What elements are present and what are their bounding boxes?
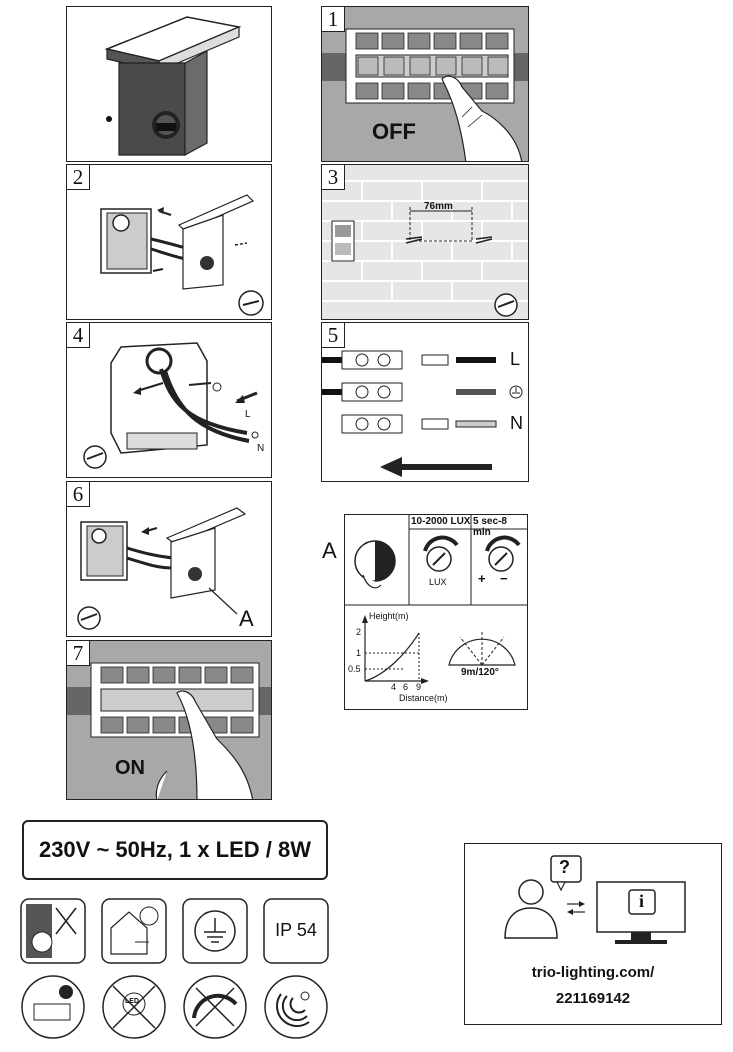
step-number: 3 — [322, 165, 345, 190]
height-tick-0-5: 0.5 — [348, 664, 361, 674]
detection-range-label: 9m/120° — [461, 667, 499, 678]
step-3-panel: 3 76mm — [321, 164, 529, 320]
distance-axis-title: Distance(m) — [399, 693, 448, 703]
time-range-title: 5 sec-8 min — [473, 516, 507, 538]
wire-n-label: N — [257, 443, 265, 454]
lux-caption: LUX — [429, 577, 447, 587]
question-mark-glyph: ? — [559, 857, 570, 877]
distance-tick-9: 9 — [416, 682, 422, 692]
time-plus-sign: + — [478, 571, 486, 586]
support-illustration — [504, 855, 686, 944]
sensor-settings-panel: 10-2000 LUX 5 sec-8 min LUX + − Height(m… — [344, 514, 528, 710]
product-overview-panel — [66, 6, 272, 162]
step-1-panel: 1 OFF — [321, 6, 529, 162]
terminal-block-switch-off — [322, 28, 528, 161]
installation-service-icon — [20, 974, 86, 1040]
step-number: 4 — [67, 323, 90, 348]
terminal-block-switch-on — [67, 662, 271, 799]
step-2-panel: 2 — [66, 164, 272, 320]
wire-l-label: L — [245, 409, 251, 420]
height-tick-2: 2 — [356, 627, 362, 637]
on-caption: ON — [115, 757, 145, 779]
time-minus-sign: − — [500, 571, 508, 586]
mounting-disassembly-illustration — [100, 194, 264, 316]
height-axis-title: Height(m) — [369, 611, 409, 621]
wiring-base-plate-illustration — [83, 342, 259, 469]
reassembly-illustration — [77, 507, 247, 630]
drill-distance-label: 76mm — [424, 201, 453, 212]
product-url-line1[interactable]: trio-lighting.com/ — [531, 964, 655, 981]
lux-range-title: 10-2000 LUX — [411, 516, 471, 527]
step-6-panel: 6 A — [66, 481, 272, 637]
brick-wall-drilling-illustration — [322, 180, 528, 317]
callout-a: A — [239, 606, 254, 631]
power-spec-label: 230V ~ 50Hz, 1 x LED / 8W — [22, 820, 328, 880]
step-number: 5 — [322, 323, 345, 348]
indoor-outdoor-icon — [101, 898, 167, 964]
no-dimmer-icon — [182, 974, 248, 1040]
no-covering-icon — [20, 898, 86, 964]
distance-tick-4: 4 — [391, 682, 397, 692]
step-7-panel: 7 ON — [66, 640, 272, 800]
step-number: 2 — [67, 165, 90, 190]
product-url-line2[interactable]: 221169142 — [555, 990, 631, 1007]
distance-tick-6: 6 — [403, 682, 409, 692]
info-glyph: i — [639, 891, 645, 911]
led-not-replaceable-icon: LED — [101, 974, 167, 1040]
ip-rating-text: IP 54 — [275, 920, 317, 940]
wall-lamp-illustration — [104, 16, 242, 157]
step-number: 7 — [67, 641, 90, 666]
step-number: 6 — [67, 482, 90, 507]
height-tick-1: 1 — [356, 648, 362, 658]
step-4-panel: 4 L N — [66, 322, 272, 478]
step-number: 1 — [322, 7, 345, 32]
step-5-panel: 5 L N — [321, 322, 529, 482]
settings-callout-a: A — [322, 538, 337, 563]
protection-class-1-icon — [182, 898, 248, 964]
ip-rating-badge: IP 54 — [263, 898, 329, 964]
online-info-box: ? i trio-lighting.com/ 221169142 — [464, 843, 722, 1025]
off-caption: OFF — [372, 119, 416, 144]
live-label: L — [510, 349, 521, 369]
led-text: LED — [125, 998, 139, 1005]
sensor-settings-diagram — [345, 515, 527, 684]
terminal-wiring-illustration — [322, 350, 523, 477]
neutral-label: N — [510, 413, 523, 433]
motion-sensor-icon — [263, 974, 329, 1040]
